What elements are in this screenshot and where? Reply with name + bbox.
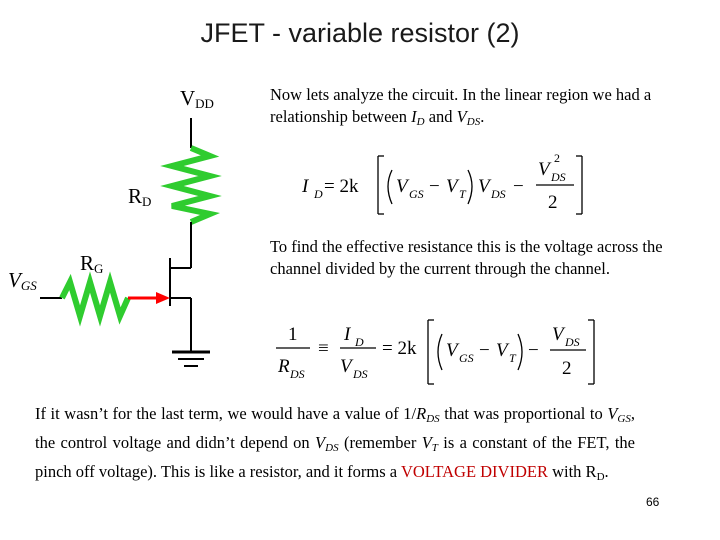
svg-text:−: − <box>528 340 539 361</box>
svg-text:V: V <box>496 340 510 361</box>
svg-text:−: − <box>429 176 440 197</box>
page-number: 66 <box>646 495 660 509</box>
rd-label: RD <box>128 184 152 209</box>
svg-text:I: I <box>343 324 352 345</box>
eq1-id: I <box>301 176 310 197</box>
svg-text:D: D <box>354 335 364 349</box>
rd-resistor <box>160 145 222 225</box>
resistance-paragraph: To find the effective resistance this is… <box>270 237 663 278</box>
svg-text:= 2k: = 2k <box>324 176 359 197</box>
conclusion-paragraph: If it wasn’t for the last term, we would… <box>35 404 636 483</box>
vgs-label: VGS <box>8 268 37 293</box>
svg-text:DS: DS <box>550 170 566 184</box>
svg-text:V: V <box>446 340 460 361</box>
svg-text:2: 2 <box>548 192 558 213</box>
svg-text:2: 2 <box>554 151 560 165</box>
linear-region-equation: I D = 2k V GS − V T V DS − V DS 2 2 <box>300 150 600 223</box>
svg-text:T: T <box>509 351 517 365</box>
rg-resistor <box>59 271 131 327</box>
svg-text:DS: DS <box>490 187 506 201</box>
svg-text:DS: DS <box>564 335 580 349</box>
svg-text:V: V <box>396 176 410 197</box>
intro-paragraph: Now lets analyze the circuit. In the lin… <box>270 85 652 128</box>
svg-text:V: V <box>478 176 492 197</box>
svg-text:−: − <box>513 176 524 197</box>
svg-text:R: R <box>277 356 290 377</box>
svg-text:V: V <box>538 159 552 180</box>
svg-text:2: 2 <box>562 358 572 379</box>
svg-text:T: T <box>459 187 467 201</box>
svg-text:−: − <box>479 340 490 361</box>
svg-text:DS: DS <box>289 367 305 381</box>
svg-text:1: 1 <box>288 324 298 345</box>
svg-text:GS: GS <box>409 187 424 201</box>
svg-text:V: V <box>552 324 566 345</box>
svg-text:GS: GS <box>459 351 474 365</box>
vdd-label: VDD <box>180 86 214 111</box>
svg-text:D: D <box>313 187 323 201</box>
svg-text:V: V <box>340 356 354 377</box>
gate-arrow <box>156 292 170 304</box>
resistance-equation: 1 R DS ≡ I D V DS = 2k V GS − V T − V <box>272 318 602 393</box>
svg-text:DS: DS <box>352 367 368 381</box>
slide-title: JFET - variable resistor (2) <box>200 18 520 48</box>
svg-text:V: V <box>446 176 460 197</box>
voltage-divider-emphasis: VOLTAGE DIVIDER <box>400 462 548 481</box>
svg-text:≡: ≡ <box>318 338 329 359</box>
rg-label: RG <box>80 251 104 276</box>
svg-text:= 2k: = 2k <box>382 338 417 359</box>
